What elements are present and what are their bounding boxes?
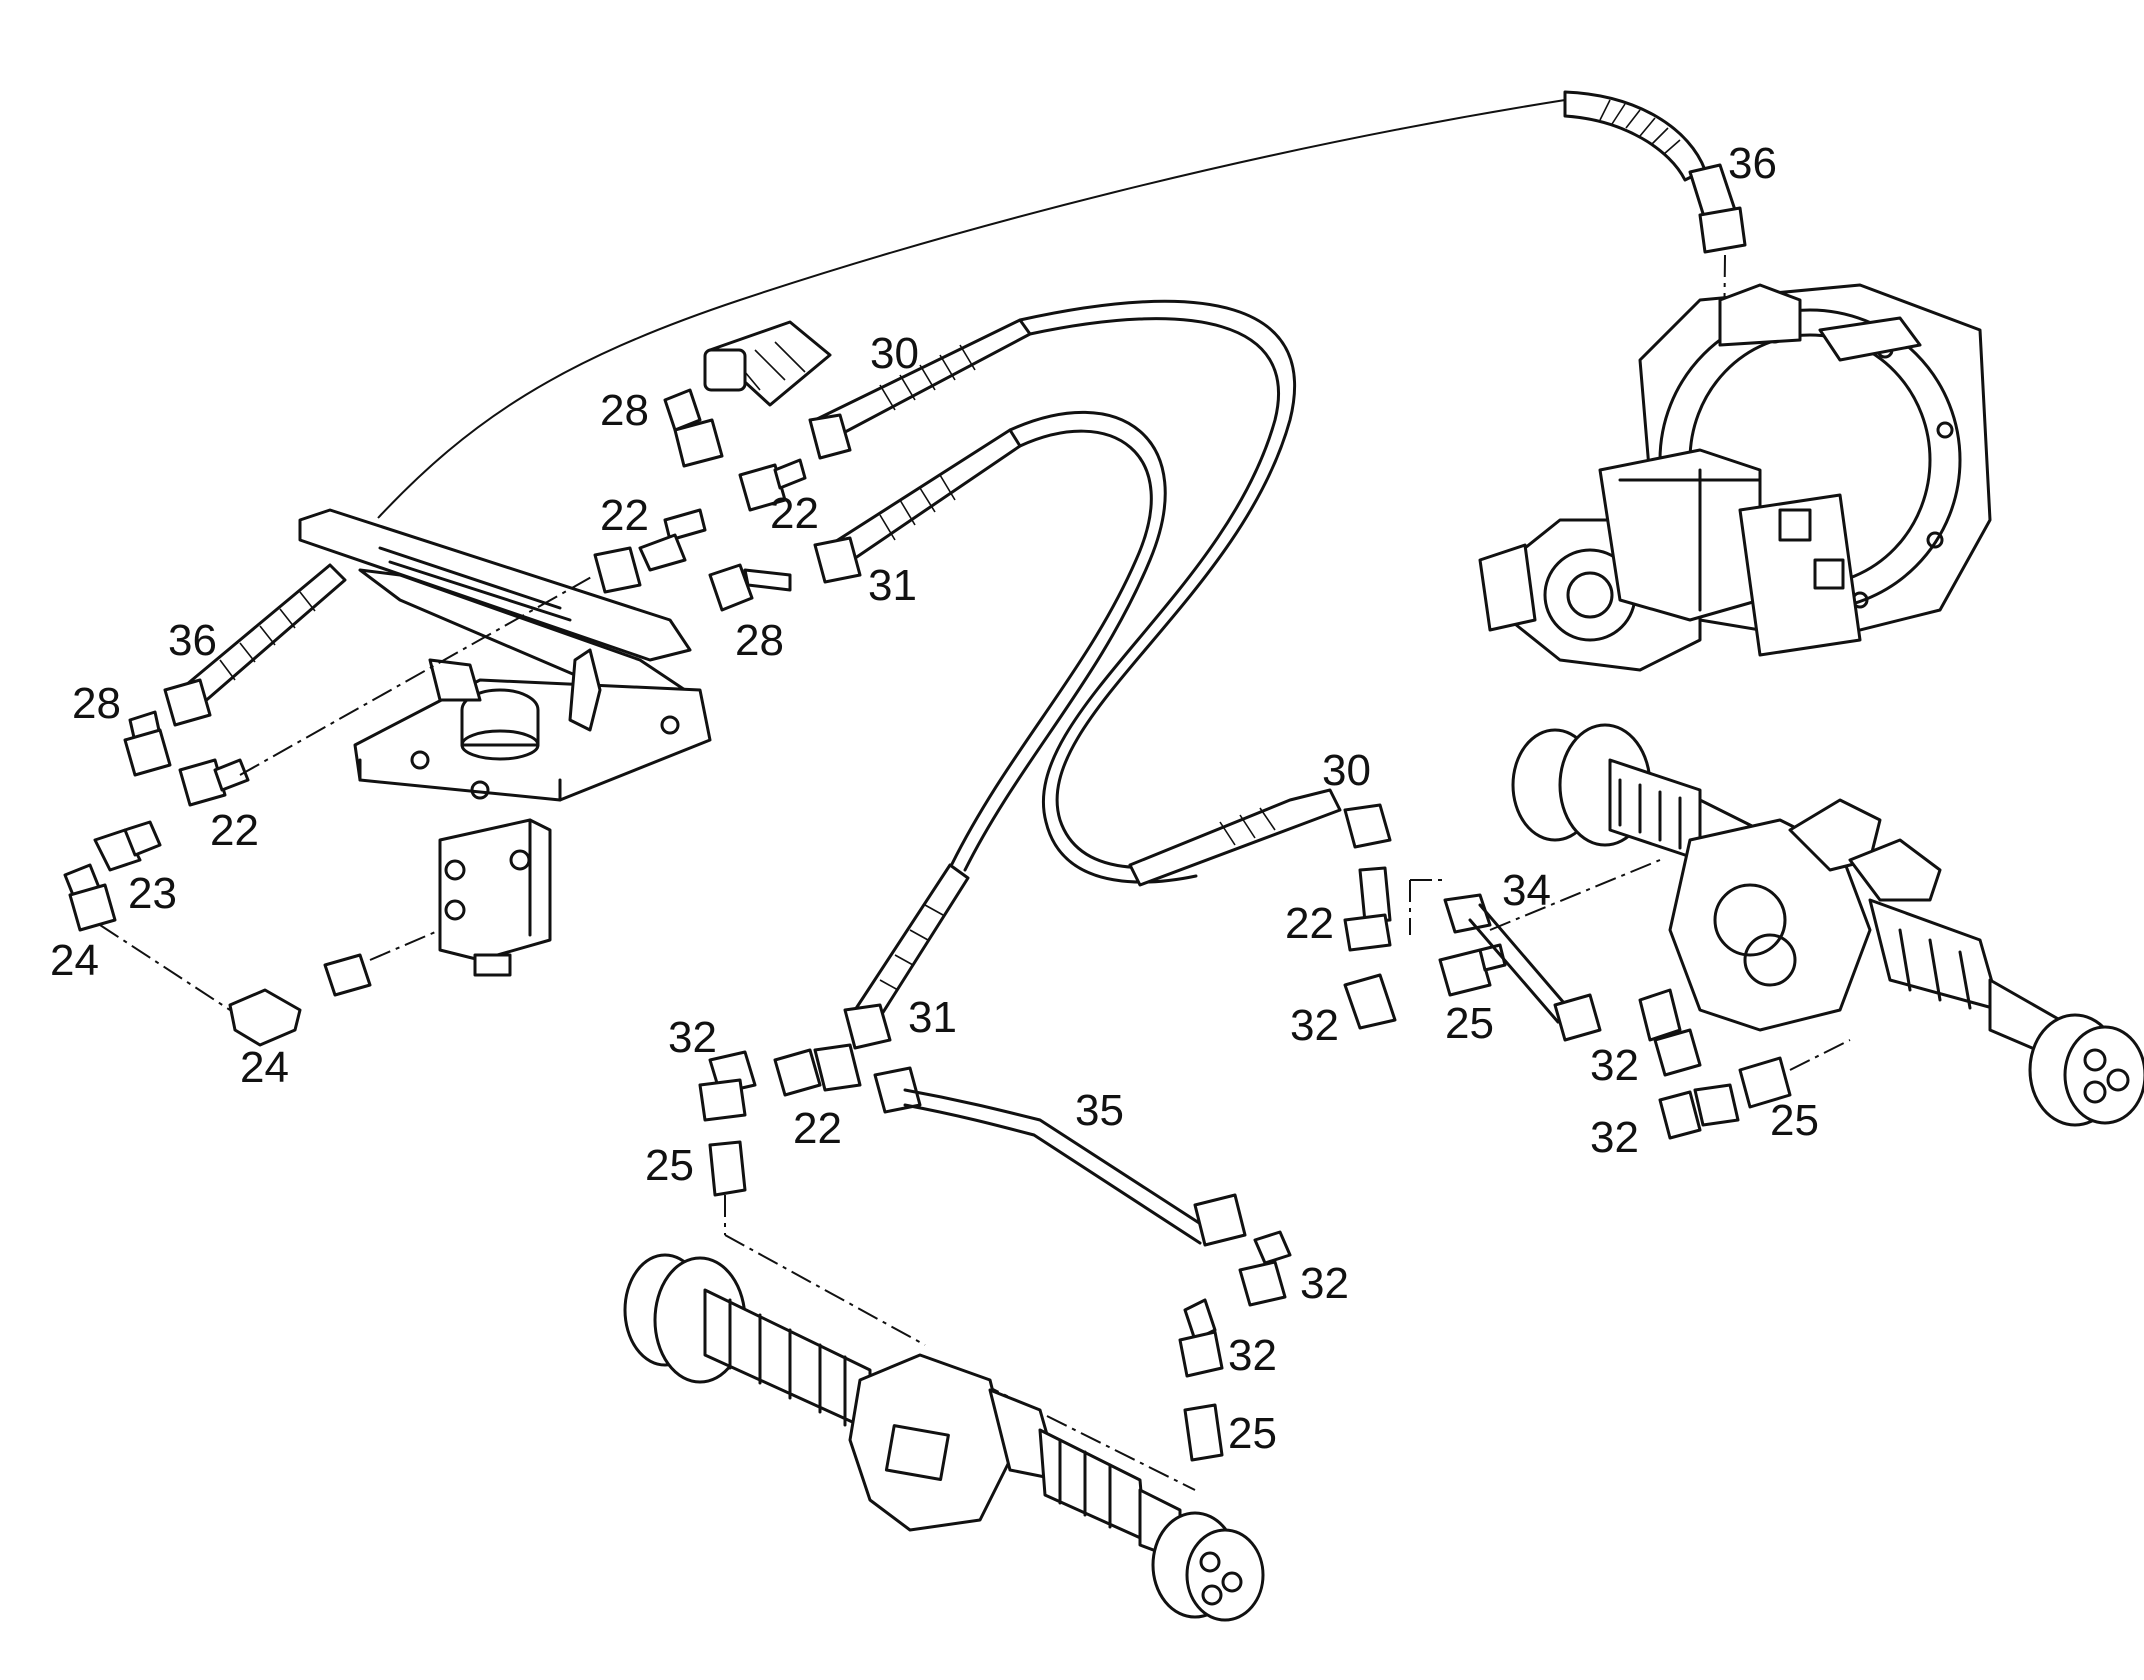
label-part-22-top-right: 22 [770,489,819,538]
label-part-28-left: 28 [72,679,121,728]
label-part-28-top: 28 [600,386,649,435]
label-part-23: 23 [128,869,177,918]
label-part-32-right-b: 32 [1590,1041,1639,1090]
label-part-31-top: 31 [868,561,917,610]
label-part-28-mid: 28 [735,616,784,665]
label-part-25-right-a: 25 [1445,999,1494,1048]
label-part-22-mid: 22 [793,1104,842,1153]
label-part-36-left: 36 [168,616,217,665]
fittings-top-cluster [593,318,1032,612]
hydraulic-lines [377,99,1566,884]
label-part-35: 35 [1075,1086,1124,1135]
label-part-22-right: 22 [1285,899,1334,948]
label-part-25-right-b: 25 [1770,1096,1819,1145]
label-part-24-left: 24 [50,936,99,985]
label-part-30-top: 30 [870,329,919,378]
hose-30-loop-outer [1028,317,1281,884]
hose-31-loop [963,410,1167,872]
label-part-32-right-a: 32 [1290,1001,1339,1050]
label-part-22-top-left: 22 [600,491,649,540]
part-number-labels: 36 30 28 22 22 31 28 36 28 22 23 24 24 3… [50,139,1819,1458]
engine-pump-assembly [1478,283,1992,672]
fittings-lower-cluster [1178,1230,1292,1462]
fittings-right-cluster [1128,788,1851,1140]
label-part-32-mid: 32 [668,1013,717,1062]
label-part-25-low: 25 [1228,1409,1277,1458]
brake-pedal-valve [298,508,712,977]
label-part-36-top: 36 [1728,139,1777,188]
top-hose-36 [1563,90,1747,521]
label-part-30-right: 30 [1322,746,1371,795]
label-part-34: 34 [1502,866,1551,915]
hose-31-loop-outer [950,429,1153,866]
label-part-32-right-c: 32 [1590,1113,1639,1162]
hose-30-loop [1018,299,1297,870]
label-part-31-mid: 31 [908,993,957,1042]
long-line-pedal-to-top-hose [377,99,1566,519]
front-axle-lower [623,1253,1265,1622]
rear-axle-right [1511,723,2144,1127]
label-part-32-low-b: 32 [1228,1331,1277,1380]
label-part-25-mid: 25 [645,1141,694,1190]
label-part-32-low-a: 32 [1300,1259,1349,1308]
fittings-left-cluster [63,563,596,1047]
label-part-22-left: 22 [210,806,259,855]
label-part-24-bottom: 24 [240,1043,289,1092]
